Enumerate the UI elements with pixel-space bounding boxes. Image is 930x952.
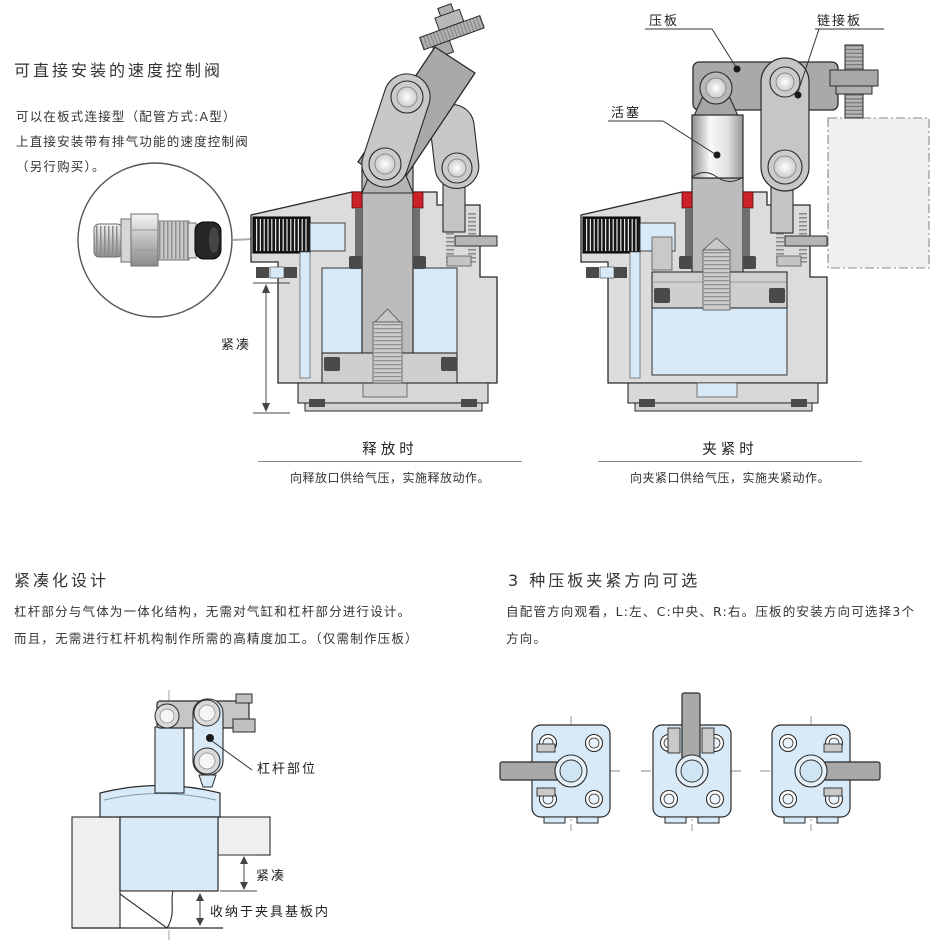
housed-label: 收纳于夹具基板内 [210,905,331,920]
piston-rod [691,114,744,179]
speed-control-valve-photo [93,213,222,267]
directions-heading: 3 种压板夹紧方向可选 [508,571,701,590]
clamp-labels-leaders [608,28,884,159]
piston-label: 活塞 [611,106,642,121]
embedded-diagram [71,690,271,940]
clamp-diagram [580,28,930,412]
link-plate-label: 链接板 [817,14,863,29]
direction-center [640,692,744,832]
direction-right [759,715,881,832]
valve-detail-circle [77,162,282,318]
workpiece [827,117,930,269]
release-caption-title: 释放时 [362,442,418,458]
clamp-caption-rule [598,461,862,462]
speed-valve-heading: 可直接安装的速度控制阀 [14,61,224,80]
directions-line-1: 自配管方向观看，L:左、C:中央、R:右。压板的安装方向可选择3个 [506,604,916,619]
speed-valve-line-2: 上直接安装带有排气功能的速度控制阀 [16,134,249,149]
release-caption-text: 向释放口供给气压，实施释放动作。 [289,471,490,485]
compact-design-heading: 紧凑化设计 [14,571,110,590]
clamp-caption-title: 夹紧时 [702,442,758,458]
release-dimension-label: 紧凑 [221,338,252,353]
speed-valve-line-1: 可以在板式连接型（配管方式:A型） [16,109,237,124]
direction-left [499,715,623,832]
clamp-bolt [829,44,879,119]
pressure-plate-label: 压板 [649,14,680,29]
direction-options-diagram [499,692,881,832]
release-lever [357,3,485,233]
directions-line-2: 方向。 [506,631,548,646]
clamp-caption-text: 向夹紧口供给气压，实施夹紧动作。 [629,471,830,485]
embedded-dimension-label: 紧凑 [256,869,287,884]
release-caption-rule [258,461,522,462]
embedded-dimensions [196,854,257,926]
clamp-lever [691,44,879,234]
compact-design-line-1: 杠杆部分与气体为一体化结构，无需对气缸和杠杆部分进行设计。 [14,604,412,619]
release-diagram [250,3,498,414]
lever-part-label: 杠杆部位 [257,762,318,777]
compact-design-line-2: 而且，无需进行杠杆机构制作所需的高精度加工。（仅需制作压板） [14,631,419,646]
clamp-bolt [418,3,485,59]
speed-valve-line-3: （另行购买）。 [16,159,106,174]
release-dimension [253,282,290,414]
